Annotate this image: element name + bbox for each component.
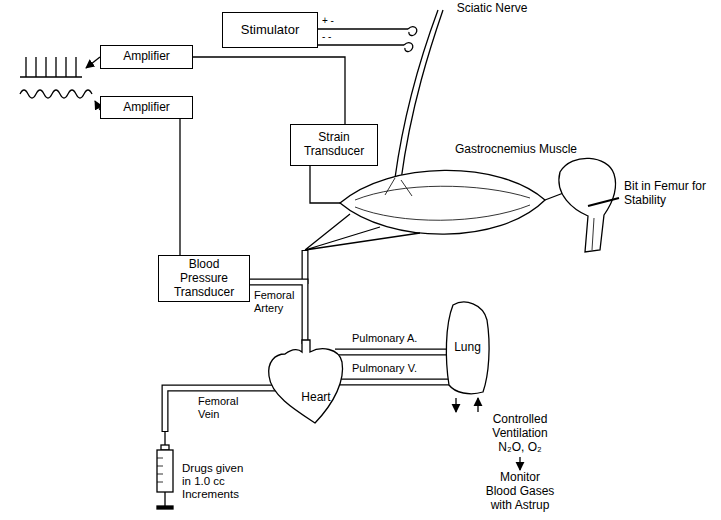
box-label: Heart <box>301 391 330 405</box>
nerve-label: Sciatic Nerve <box>447 2 537 16</box>
lung-organ-outline <box>446 302 489 394</box>
heart-organ-outline <box>269 340 343 423</box>
stimulus-wire <box>318 28 408 29</box>
artery-branch <box>305 214 420 250</box>
signal-wire <box>179 119 180 255</box>
monitor-arrow <box>519 457 520 470</box>
strain-link <box>310 166 340 203</box>
box-label: Stimulator <box>241 23 300 38</box>
signal-wire <box>193 57 345 124</box>
vessel-lumen <box>335 350 451 355</box>
syringe-plunger <box>157 506 173 509</box>
signal-wire <box>193 57 345 124</box>
box-label: Lung <box>454 341 481 355</box>
box-label: Blood Pressure Transducer <box>163 258 245 299</box>
femoral-vein <box>165 388 277 432</box>
polarity-label: - - <box>322 31 352 43</box>
vein-label: Femoral Vein <box>198 395 248 420</box>
box-label: Amplifier <box>123 101 170 115</box>
femur <box>559 158 616 252</box>
monitor-note: Monitor Blood Gases with Astrup <box>484 471 556 512</box>
box-label: Amplifier <box>123 50 170 64</box>
ventilation-arrow <box>477 398 478 412</box>
vessel-wall <box>335 349 451 356</box>
femur-marrow <box>592 218 594 250</box>
spike-trace <box>20 57 82 77</box>
muscle-label: Gastrocnemius Muscle <box>455 143 595 157</box>
polarity-label: + - <box>322 15 352 27</box>
femoral-vein <box>165 388 277 431</box>
syringe-scale <box>157 458 163 482</box>
syringe-needle <box>164 432 165 445</box>
nerve-branch <box>385 178 412 196</box>
muscle-fibre <box>355 186 530 200</box>
stimulus-wire <box>318 44 404 45</box>
box-label: Strain Transducer <box>295 131 373 159</box>
amplifier-box: Amplifier <box>100 96 193 119</box>
drill-bit <box>588 198 619 206</box>
sciatic-nerve <box>401 10 443 180</box>
transducer-box: Blood Pressure Transducer <box>158 255 250 302</box>
vessel-lumen <box>250 282 305 344</box>
syringe-plunger <box>164 492 165 506</box>
ventilation-note: Controlled Ventilation N₂O, O₂ <box>480 413 560 454</box>
vessel-label: Pulmonary A. <box>352 332 442 345</box>
electrode <box>404 43 413 52</box>
stimulator-box: Stimulator <box>222 12 318 48</box>
heart-organ-outline <box>265 340 345 425</box>
gastrocnemius-muscle <box>340 170 545 234</box>
signal-wire <box>180 119 181 255</box>
amplifier-box: Amplifier <box>100 45 193 69</box>
vessel-wall <box>333 379 451 386</box>
sciatic-nerve <box>395 10 438 178</box>
pressure-trace <box>20 90 92 98</box>
vessel-label: Femoral Artery <box>254 289 298 314</box>
vessel-tube <box>333 382 451 383</box>
ventilation-arrow <box>455 398 456 412</box>
syringe-barrel <box>157 450 173 492</box>
vessel-tube <box>335 352 451 353</box>
heart-organ: Heart <box>265 340 345 425</box>
output-arrow <box>86 57 100 68</box>
vessel-wall <box>250 282 305 344</box>
vessel-tube <box>250 282 305 344</box>
drug-note: Drugs given in 1.0 cc Increments <box>182 462 254 502</box>
vessel-label: Pulmonary V. <box>352 362 442 375</box>
muscle-fibre <box>355 205 530 220</box>
femur-label: Bit in Femur for Stability <box>624 180 718 208</box>
transducer-box: Strain Transducer <box>290 124 378 166</box>
electrode <box>408 27 417 36</box>
lung-organ: Lung <box>445 300 490 395</box>
syringe-hub <box>161 445 169 450</box>
vessel-lumen <box>333 380 451 385</box>
